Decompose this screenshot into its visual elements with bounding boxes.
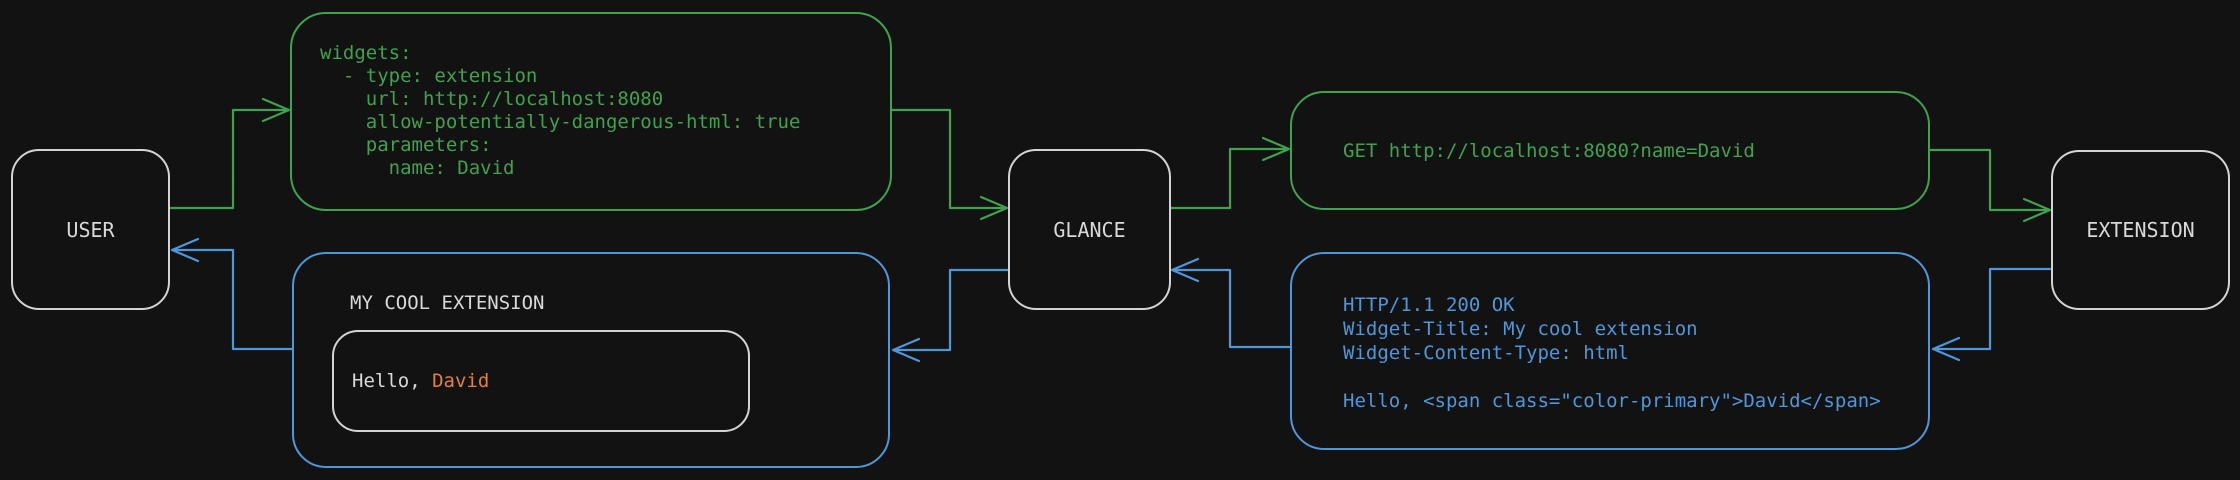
yaml-line: - type: extension <box>320 65 538 87</box>
node-user: USER <box>11 149 170 310</box>
arrow-extension-to-response <box>1931 267 2052 362</box>
widget-content-frame: Hello, David <box>332 330 750 432</box>
config-yaml-box: widgets: - type: extension url: http://l… <box>290 12 892 211</box>
arrow-response-to-glance <box>1170 257 1292 349</box>
arrow-config-to-glance <box>890 108 1009 221</box>
node-extension: EXTENSION <box>2051 150 2230 310</box>
response-line: HTTP/1.1 200 OK <box>1343 294 1515 316</box>
greeting-prefix: Hello, <box>352 370 433 392</box>
http-response-box: HTTP/1.1 200 OK Widget-Title: My cool ex… <box>1290 252 1930 450</box>
arrow-request-to-extension <box>1928 148 2052 223</box>
arrow-glance-to-widget <box>891 268 1010 363</box>
arrow-user-to-config <box>169 97 291 210</box>
yaml-line: allow-potentially-dangerous-html: true <box>320 111 801 133</box>
http-request-text: GET http://localhost:8080?name=David <box>1343 139 1755 162</box>
node-glance: GLANCE <box>1008 149 1171 310</box>
node-glance-label: GLANCE <box>1053 217 1126 242</box>
yaml-line: widgets: <box>320 42 412 64</box>
greeting-name: David <box>432 370 490 392</box>
yaml-line: name: David <box>320 157 515 179</box>
arrow-widget-to-user <box>170 237 294 351</box>
node-user-label: USER <box>66 217 115 242</box>
response-line <box>1343 365 1928 389</box>
widget-title: MY COOL EXTENSION <box>350 292 545 314</box>
yaml-line: parameters: <box>320 134 492 156</box>
node-extension-label: EXTENSION <box>2086 218 2195 242</box>
response-line: Hello, <span class="color-primary">David… <box>1343 390 1881 412</box>
yaml-line: url: http://localhost:8080 <box>320 88 664 110</box>
arrow-glance-to-request <box>1169 136 1291 210</box>
rendered-widget-box: MY COOL EXTENSION Hello, David <box>292 252 890 468</box>
response-line: Widget-Title: My cool extension <box>1343 318 1698 340</box>
http-request-box: GET http://localhost:8080?name=David <box>1290 91 1930 210</box>
response-line: Widget-Content-Type: html <box>1343 342 1629 364</box>
